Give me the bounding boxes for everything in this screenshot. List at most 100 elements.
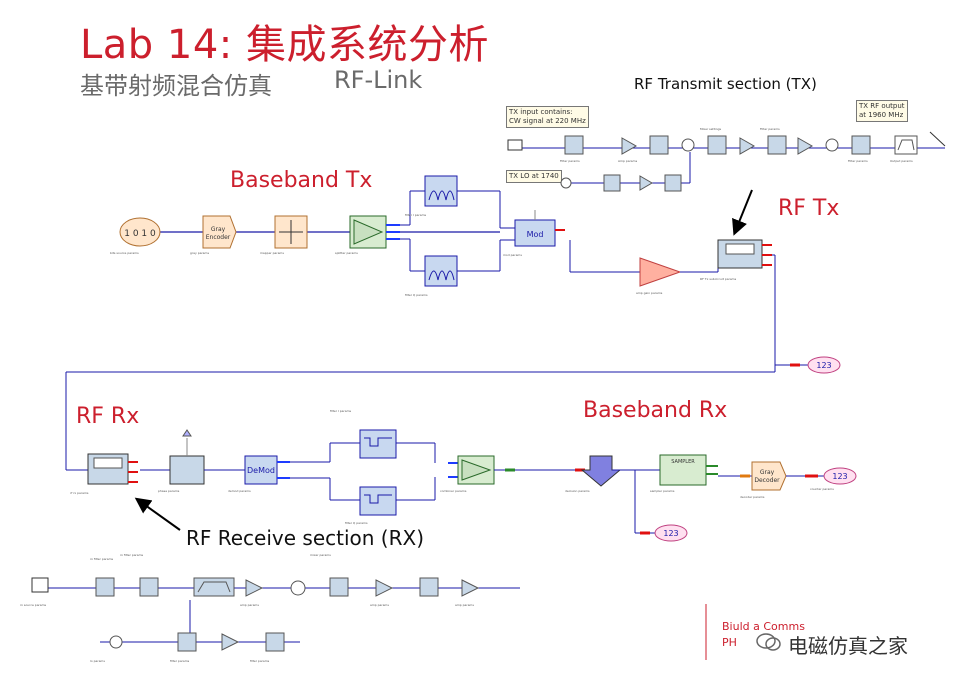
tx-lo-amp[interactable]: [639, 175, 653, 191]
page-subtitle: 基带射频混合仿真: [80, 72, 272, 100]
tx-filter-1[interactable]: [564, 135, 584, 155]
svg-text:demod params: demod params: [228, 489, 251, 493]
svg-text:Amp params: Amp params: [618, 159, 638, 163]
rx-lo-filter-2[interactable]: [265, 632, 285, 652]
svg-text:filter I params: filter I params: [330, 409, 352, 413]
sampler-label: SAMPLER: [671, 459, 695, 465]
tx-filter-2[interactable]: [649, 135, 669, 155]
gray-decoder-label-2: Decoder: [754, 477, 780, 484]
branding-line2: PH: [722, 636, 737, 649]
mod-to-rftx-wiring: amp gain params RF Tx subcircuit params …: [65, 229, 841, 471]
gray-encoder-block[interactable]: [202, 215, 237, 249]
svg-text:filter I params: filter I params: [405, 213, 427, 217]
svg-text:Mixer settings: Mixer settings: [700, 127, 722, 131]
svg-text:bits source params: bits source params: [110, 251, 139, 255]
rf-receive-chain: rx source params rx filter params rx fil…: [20, 553, 520, 663]
svg-text:phase params: phase params: [158, 489, 180, 493]
tx-input-note-line2: CW signal at 220 MHz: [509, 117, 586, 125]
counter-3-label: 123: [832, 472, 847, 481]
counter-1[interactable]: [807, 356, 841, 374]
tx-mixer[interactable]: [681, 138, 695, 152]
rx-lo-amp[interactable]: [221, 633, 240, 651]
rx-mixer[interactable]: [290, 580, 306, 596]
rf-transmit-chain: Filter params Amp params Mixer settings …: [507, 127, 946, 192]
rf-rx-label: RF Rx: [76, 404, 140, 429]
svg-text:filter Q params: filter Q params: [405, 293, 428, 297]
rx-amp-1[interactable]: [245, 579, 264, 597]
svg-text:rx filter params: rx filter params: [90, 557, 114, 561]
page-title: Lab 14: 集成系统分析: [80, 22, 489, 68]
svg-text:rx filter params: rx filter params: [120, 553, 144, 557]
rx-amp-3[interactable]: [461, 579, 480, 597]
gray-decoder-label-1: Gray: [760, 469, 775, 476]
rx-filter-2[interactable]: [139, 577, 159, 597]
rx-chain: DeMod 123 SAMPLER Gray D: [70, 409, 857, 542]
tx-output-spectrum[interactable]: [894, 135, 918, 155]
svg-text:gray params: gray params: [190, 251, 209, 255]
rf-tx-arrow: [732, 189, 753, 236]
watermark-text: 电磁仿真之家: [788, 634, 908, 658]
tx-coupler[interactable]: [825, 138, 839, 152]
svg-text:filter params: filter params: [250, 659, 270, 663]
rx-lo-filter[interactable]: [177, 632, 197, 652]
svg-text:amp gain params: amp gain params: [636, 291, 663, 295]
gray-encoder-label-2: Encoder: [206, 234, 231, 241]
decision-block[interactable]: [580, 455, 622, 487]
svg-text:mixer params: mixer params: [310, 553, 331, 557]
tx-amp-1[interactable]: [621, 137, 638, 155]
rf-receive-section-label: RF Receive section (RX): [186, 526, 425, 550]
tx-lo-source[interactable]: [560, 177, 572, 189]
rf-rx-arrow: [134, 497, 181, 531]
bit-source[interactable]: [119, 217, 161, 247]
svg-text:RF Tx subcircuit params: RF Tx subcircuit params: [700, 277, 737, 281]
svg-text:counter params: counter params: [810, 487, 834, 491]
gray-encoder-label-1: Gray: [211, 226, 226, 233]
tx-rf-output-note-line1: TX RF output: [859, 102, 905, 110]
tx-lo-filter-2[interactable]: [664, 174, 682, 192]
tx-rf-output-note-line2: at 1960 MHz: [859, 111, 904, 119]
counter-2[interactable]: [654, 524, 688, 542]
tx-filter-3[interactable]: [707, 135, 727, 155]
counter-2-label: 123: [663, 529, 678, 538]
rx-filter-q[interactable]: [359, 486, 397, 516]
counter-1-label: 123: [816, 361, 831, 370]
svg-text:amp params: amp params: [455, 603, 474, 607]
svg-text:filter params: filter params: [170, 659, 190, 663]
rf-transmit-section-label: RF Transmit section (TX): [634, 75, 817, 93]
demod-label: DeMod: [247, 466, 275, 475]
rx-filter-3[interactable]: [329, 577, 349, 597]
svg-text:rx source params: rx source params: [20, 603, 47, 607]
tx-lo-filter[interactable]: [603, 174, 621, 192]
mod-block[interactable]: [514, 219, 556, 247]
page-subtitle-rflink: RF-Link: [334, 66, 423, 94]
tx-amp-3[interactable]: [797, 137, 814, 155]
tx-rf-output-note: TX RF output at 1960 MHz: [856, 100, 908, 122]
rx-filter-1[interactable]: [95, 577, 115, 597]
tx-filter-5[interactable]: [851, 135, 871, 155]
phase-block[interactable]: [169, 455, 205, 485]
svg-text:sampler params: sampler params: [650, 489, 675, 493]
mod-label: Mod: [527, 230, 544, 239]
tx-input-note-line1: TX input contains:: [509, 108, 573, 116]
svg-text:mod params: mod params: [503, 253, 522, 257]
tx-source-block[interactable]: [507, 139, 523, 151]
chat-bubble-icon: [756, 632, 782, 652]
gray-decoder-block[interactable]: [751, 461, 787, 491]
svg-text:Filter params: Filter params: [760, 127, 780, 131]
rx-lo-source[interactable]: [109, 635, 123, 649]
svg-text:Filter params: Filter params: [560, 159, 580, 163]
counter-3[interactable]: [823, 467, 857, 485]
tx-amp-2[interactable]: [739, 137, 756, 155]
rf-tx-amp[interactable]: [639, 257, 682, 287]
rx-filter-4[interactable]: [419, 577, 439, 597]
tx-input-note: TX input contains: CW signal at 220 MHz: [506, 106, 589, 128]
svg-text:splitter params: splitter params: [335, 251, 358, 255]
branding-line1: Biuld a Comms: [722, 620, 805, 633]
sampler-block[interactable]: [659, 454, 707, 486]
demod-block[interactable]: [244, 455, 278, 485]
rx-amp-2[interactable]: [375, 579, 394, 597]
svg-text:decoder params: decoder params: [740, 495, 765, 499]
rx-source-block[interactable]: [31, 577, 49, 593]
tx-filter-4[interactable]: [767, 135, 787, 155]
